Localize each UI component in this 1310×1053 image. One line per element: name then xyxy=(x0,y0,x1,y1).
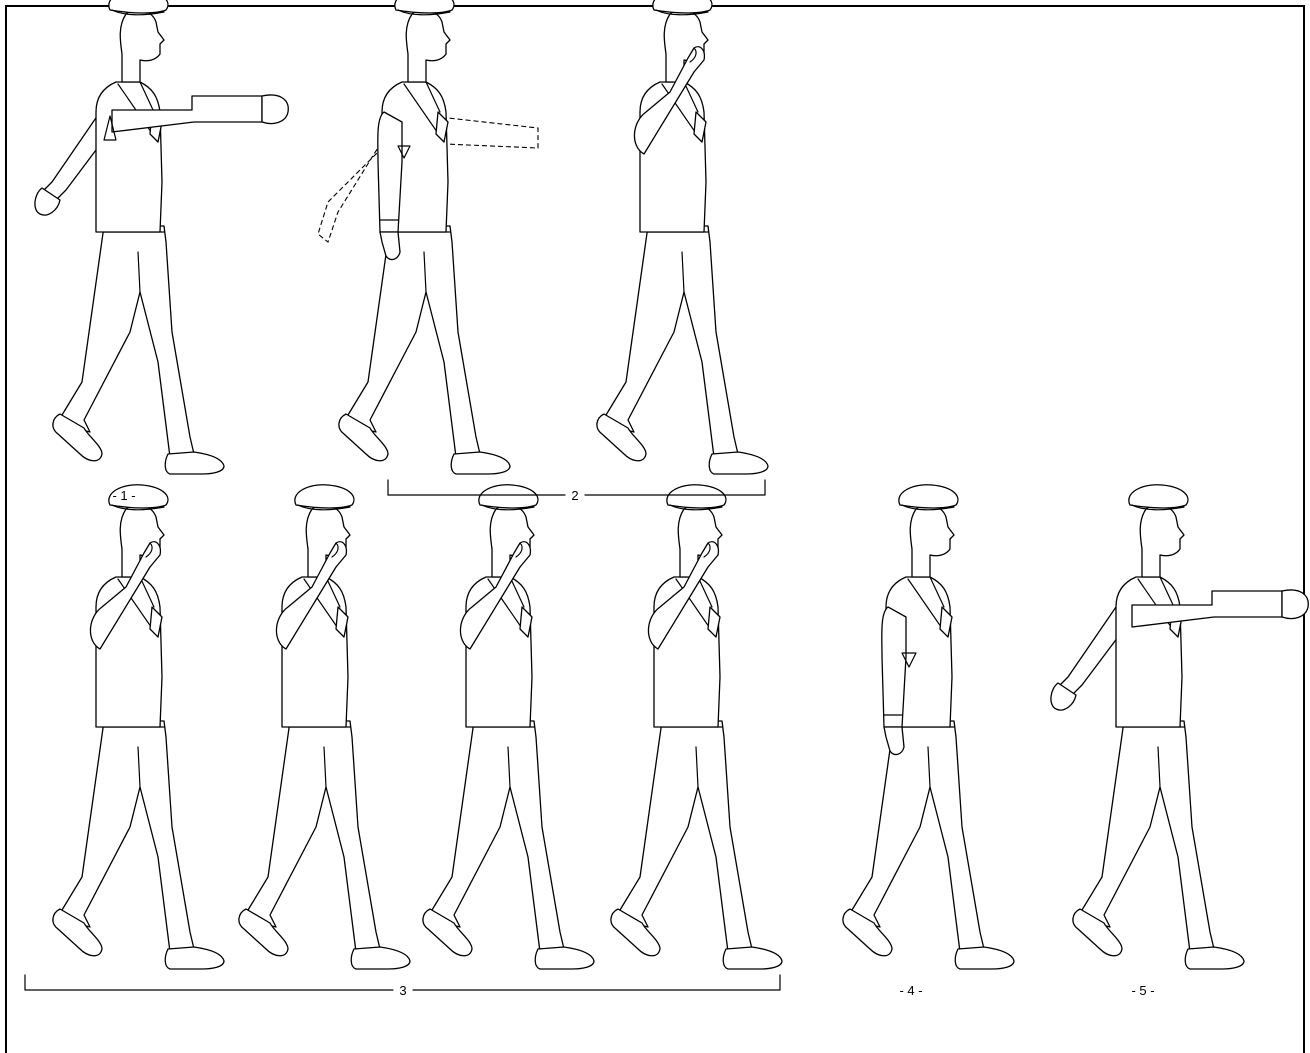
figure-step-1 xyxy=(35,0,288,474)
figure-step-3c xyxy=(423,485,594,969)
step-5-label: - 5 - xyxy=(1131,983,1154,998)
step-1-label: - 1 - xyxy=(112,488,135,503)
figure-step-3b xyxy=(239,485,410,969)
figure-step-4 xyxy=(843,485,1014,969)
figure-step-3a xyxy=(53,485,224,969)
figure-step-2b xyxy=(597,0,768,474)
figure-step-2a xyxy=(318,0,538,474)
figure-step-3d xyxy=(611,485,782,969)
step-4-label: - 4 - xyxy=(899,983,922,998)
figure-step-5 xyxy=(1051,485,1308,969)
step-3-label: 3 xyxy=(399,983,406,998)
step-2-label: 2 xyxy=(571,488,578,503)
